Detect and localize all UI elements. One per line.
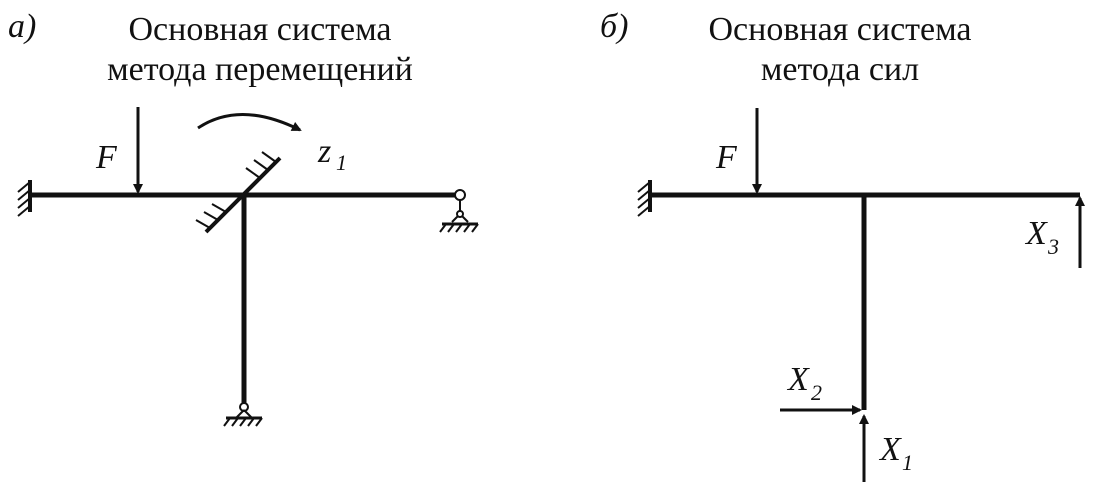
panel-b-letter: б) (600, 8, 629, 45)
panel-a-load-label: F (95, 139, 118, 176)
panel-a-letter: а) (8, 8, 37, 45)
panel-b-x1-label: X (878, 431, 902, 468)
panel-a-roller-support-right (439, 189, 479, 233)
panel-b-caption-line2: метода сил (760, 51, 920, 88)
panel-a-fixed-support-left (17, 180, 32, 217)
panel-b-x2-sub: 2 (811, 380, 822, 405)
panel-b-x3-label: X (1024, 215, 1048, 252)
panel-a-rotation-sub: 1 (336, 150, 347, 175)
panel-b-load-label: F (715, 139, 738, 176)
panel-b-caption: Основная система метода сил (640, 10, 1040, 90)
panel-b-fixed-support-left (637, 180, 652, 217)
panel-b-x3-sub: 3 (1047, 234, 1059, 259)
panel-b-x1-sub: 1 (902, 450, 913, 475)
panel-b-diagram: F X 3 X 2 X 1 (637, 108, 1085, 482)
panel-a-caption-line2: метода перемещений (107, 51, 413, 88)
panel-b-caption-line1: Основная система (708, 11, 972, 48)
panel-a-pin-support-bottom (223, 402, 263, 427)
panel-a-diagram: F z 1 (17, 107, 479, 427)
panel-a-caption-line1: Основная система (128, 11, 392, 48)
panel-a-caption: Основная система метода перемещений (60, 10, 460, 90)
panel-a-rotation-label: z (317, 133, 331, 170)
panel-a-rotation-arrow (197, 113, 302, 132)
panel-a-rotation-restraint (195, 151, 282, 234)
panel-b-x2-label: X (786, 361, 810, 398)
